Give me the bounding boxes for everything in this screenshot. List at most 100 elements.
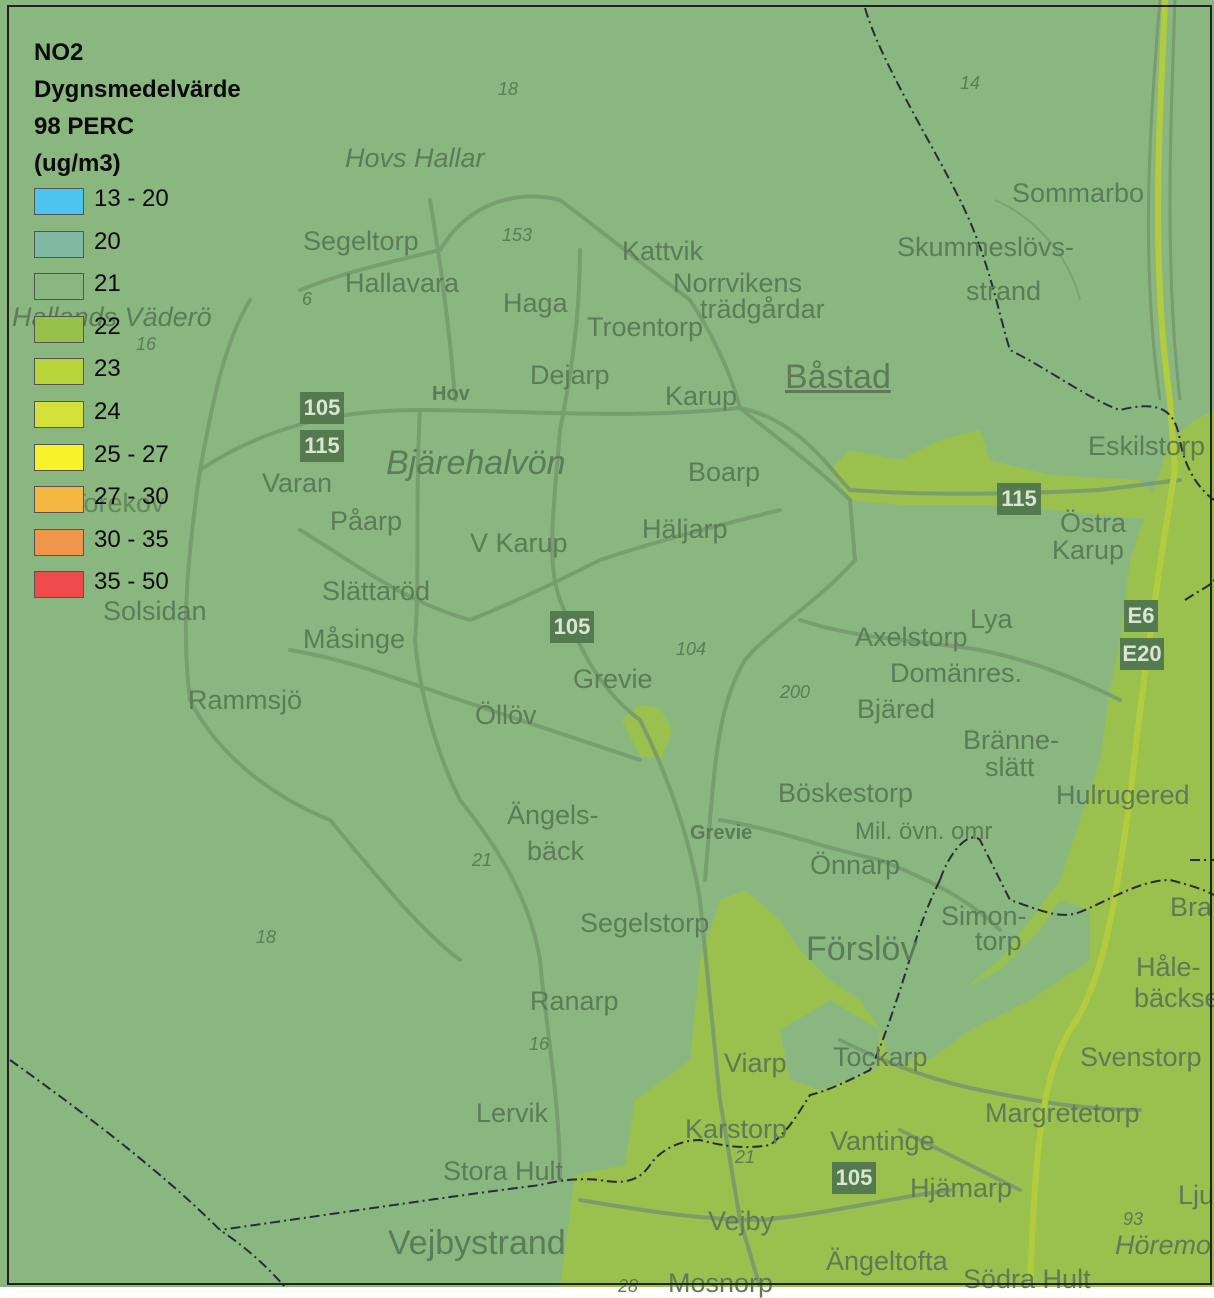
place-label: Bränne- <box>963 725 1060 755</box>
place-label: Ljun <box>1178 1180 1214 1210</box>
place-label: Bra <box>1170 892 1213 922</box>
place-label: Viarp <box>724 1048 787 1078</box>
place-label: Vejbystrand <box>388 1224 566 1262</box>
legend-swatch <box>34 188 84 215</box>
place-label: Lya <box>970 604 1013 634</box>
place-label: Hovs Hallar <box>345 143 485 173</box>
place-label: Grevie <box>690 822 753 844</box>
place-label: slätt <box>985 752 1035 782</box>
place-label: Måsinge <box>303 624 406 654</box>
rail-line <box>1168 0 1182 401</box>
place-label: Vantinge <box>830 1126 935 1156</box>
lower-no2-patch-east <box>900 900 1090 1060</box>
place-label: Dejarp <box>530 360 610 390</box>
legend-swatch <box>34 571 84 599</box>
place-label: Bjäred <box>857 694 936 724</box>
legend-label: 20 <box>94 227 121 255</box>
legend-label: 24 <box>94 397 121 425</box>
legend-item: 20 <box>34 227 241 274</box>
legend-item: 22 <box>34 312 241 359</box>
legend-swatch <box>34 273 84 301</box>
place-label: Norrvikens <box>673 268 803 298</box>
elevation-label: 200 <box>780 682 811 702</box>
place-label: Båstad <box>785 358 891 396</box>
place-label: Svenstorp <box>1080 1042 1202 1072</box>
place-label: Skummeslövs- <box>897 232 1075 262</box>
place-label: Rammsjö <box>188 685 303 715</box>
place-label: torp <box>975 926 1022 956</box>
e6-highway-north-lanes <box>1146 0 1162 401</box>
legend-label: 35 - 50 <box>94 568 169 596</box>
place-label: Slättaröd <box>322 576 431 606</box>
legend-swatch <box>34 230 84 258</box>
place-label: Ängeltofta <box>826 1246 948 1276</box>
legend-label: 23 <box>94 355 121 383</box>
place-label: Karup <box>1052 535 1125 565</box>
place-label: Kattvik <box>622 236 704 266</box>
legend-label: 22 <box>94 312 121 340</box>
elevation-label: 93 <box>1123 1209 1144 1229</box>
legend-item: 21 <box>34 270 241 316</box>
place-label: bäckse <box>1134 983 1214 1013</box>
place-label: Mil. övn. omr <box>855 818 993 845</box>
place-label: Södra Hult <box>963 1264 1091 1294</box>
legend-swatch <box>34 358 84 386</box>
place-label: V Karup <box>470 528 568 558</box>
legend-item: 13 - 20 <box>34 185 241 231</box>
place-label: Margretetorp <box>985 1098 1140 1128</box>
place-label: trädgårdar <box>700 294 825 324</box>
elevation-label: 6 <box>302 289 313 309</box>
place-label: Höremo <box>1115 1230 1212 1260</box>
coast-line-northeast <box>994 199 1081 301</box>
place-label: Böskestorp <box>778 778 914 808</box>
place-label: Segelstorp <box>580 908 710 938</box>
legend-swatch <box>34 486 84 514</box>
place-label: Torekov <box>70 488 165 518</box>
place-label: Hallavara <box>345 268 460 298</box>
elevation-label: 18 <box>498 79 519 99</box>
legend-title-line: (ug/m3) <box>34 150 121 177</box>
place-label: Öllöv <box>475 700 537 730</box>
place-label: Grevie <box>573 664 653 694</box>
legend-swatch <box>34 528 84 556</box>
place-label: Påarp <box>330 506 403 536</box>
road-shield: 115 <box>997 483 1041 515</box>
elevation-label: 16 <box>136 334 157 354</box>
elevation-label: 18 <box>256 927 277 947</box>
elevation-label: 21 <box>735 1147 756 1167</box>
elevation-label: 16 <box>529 1034 550 1054</box>
legend-swatch <box>34 315 84 343</box>
lower-no2-patch-tockarp <box>780 1000 880 1090</box>
place-label: Bjärehalvön <box>386 444 566 482</box>
road-shield: 105 <box>550 611 594 643</box>
legend-title-line: 98 PERC <box>34 113 135 140</box>
place-label: Stora Hult <box>443 1156 564 1186</box>
place-label: Haga <box>503 288 568 318</box>
place-label: Hjämarp <box>910 1173 1013 1203</box>
place-label: Ranarp <box>530 986 619 1016</box>
road-shield: 105 <box>300 392 344 424</box>
legend-title-line: Dygnsmedelvärde <box>34 76 241 103</box>
place-label: Varan <box>262 468 333 498</box>
place-label: Förslöv <box>806 930 918 968</box>
place-label: Lervik <box>476 1098 549 1128</box>
legend-label: 30 - 35 <box>94 525 169 553</box>
road-shield: E20 <box>1120 638 1164 670</box>
legend-item: 30 - 35 <box>34 525 241 572</box>
legend-label: 27 - 30 <box>94 483 169 511</box>
place-label: Karstorp <box>685 1114 788 1144</box>
place-label: bäck <box>527 836 585 866</box>
place-label: Sommarbo <box>1012 178 1145 208</box>
legend-item: 23 <box>34 355 241 401</box>
place-label: Boarp <box>688 457 761 487</box>
legend-label: 13 - 20 <box>94 185 169 212</box>
place-label: Ängels- <box>507 800 599 830</box>
place-label: strand <box>966 276 1042 306</box>
place-label: Axelstorp <box>855 622 968 652</box>
place-label: Hålе- <box>1136 952 1201 982</box>
elevation-label: 21 <box>472 850 493 870</box>
road-network <box>183 194 1182 1287</box>
place-label: Hulrugered <box>1056 780 1190 810</box>
